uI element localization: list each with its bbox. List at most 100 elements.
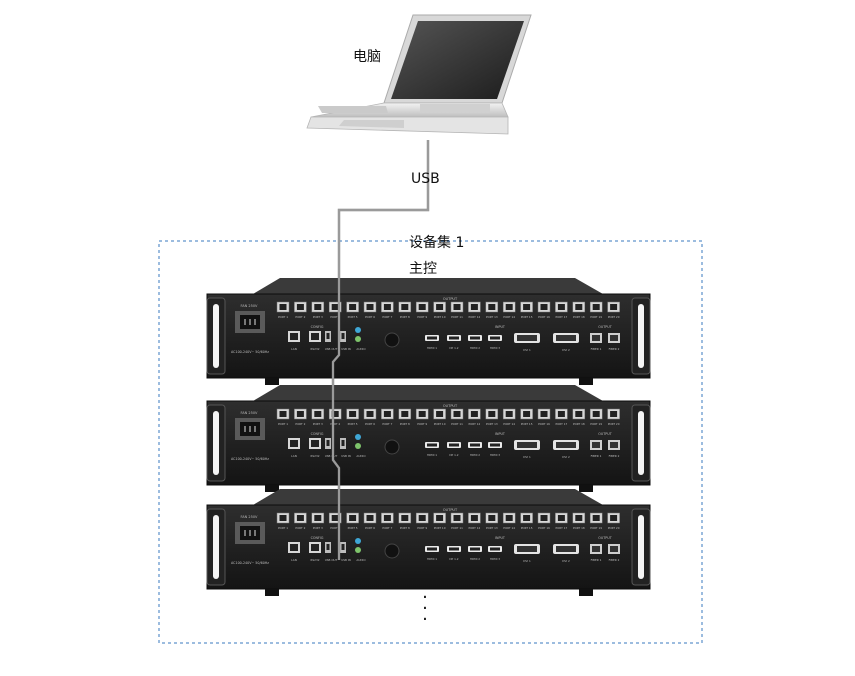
device-foot (265, 589, 279, 596)
port-label: PORT 8 (400, 315, 410, 319)
port-label: PORT 3 (313, 315, 323, 319)
audio-jack (355, 336, 361, 342)
port-label: PORT 2 (295, 422, 305, 426)
input-port-label: HDMI 1 (427, 557, 437, 561)
master-label: 主控 (409, 261, 437, 277)
output-label: OUTPUT (443, 508, 458, 512)
port-label: PORT 1 (278, 526, 288, 530)
power-label: FAN 250V (241, 515, 258, 519)
output-label: OUTPUT (598, 325, 612, 329)
device-foot (579, 378, 593, 385)
rear-port-label: LAN (291, 454, 297, 458)
port-label: PORT 13 (486, 315, 498, 319)
input-port-label: HDMI 2 (470, 346, 480, 350)
input-label: INPUT (495, 536, 506, 540)
port-label: PORT 5 (348, 422, 358, 426)
rear-port-label: RS232 (310, 347, 319, 351)
input-port-label: HDMI 2 (470, 557, 480, 561)
port-label: PORT 4 (330, 422, 340, 426)
port-label: PORT 10 (434, 315, 446, 319)
port-label: PORT 14 (503, 526, 515, 530)
input-port-label: DP 1.2 (449, 557, 458, 561)
port-label: PORT 8 (400, 526, 410, 530)
computer-label: 电脑 (353, 49, 381, 65)
voltage-label: AC100-240V~ 50/60Hz (231, 561, 269, 565)
input-port-label: HDMI 1 (427, 346, 437, 350)
input-label: INPUT (495, 325, 506, 329)
port-label: PORT 19 (590, 315, 602, 319)
port-label: PORT 11 (451, 422, 463, 426)
port-label: PORT 8 (400, 422, 410, 426)
knob (384, 543, 400, 559)
port-label: PORT 13 (486, 422, 498, 426)
port-label: PORT 20 (608, 422, 620, 426)
input-port-label: HDMI 3 (490, 346, 500, 350)
port-label: PORT 17 (556, 315, 568, 319)
port-label: PORT 10 (434, 526, 446, 530)
port-label: PORT 9 (417, 422, 427, 426)
port-label: PORT 15 (521, 422, 533, 426)
fiber-label: FIBER 1 (591, 454, 602, 458)
audio-jack (355, 434, 361, 440)
port-label: PORT 18 (573, 526, 585, 530)
device-foot (579, 485, 593, 492)
dvi-port-label: DVI 2 (562, 348, 570, 352)
port-label: PORT 17 (556, 422, 568, 426)
input-port-label: HDMI 2 (470, 453, 480, 457)
dvi-port-label: DVI 1 (523, 559, 531, 563)
rear-port-label: USB IN (341, 347, 351, 351)
port-label: PORT 3 (313, 422, 323, 426)
dvi-port-label: DVI 2 (562, 559, 570, 563)
config-label: CONFIG (311, 536, 324, 540)
port-label: PORT 18 (573, 422, 585, 426)
device-foot (265, 485, 279, 492)
rear-port-label: AUDIO (356, 454, 366, 458)
output-label: OUTPUT (443, 297, 458, 301)
port-label: PORT 6 (365, 315, 375, 319)
output-label: OUTPUT (598, 432, 612, 436)
port-label: PORT 5 (348, 315, 358, 319)
fiber-label: FIBER 1 (591, 347, 602, 351)
rear-port-label: USB OUT (325, 558, 338, 562)
port-label: PORT 2 (295, 315, 305, 319)
input-port-label: DP 1.2 (449, 346, 458, 350)
port-label: PORT 9 (417, 315, 427, 319)
port-label: PORT 9 (417, 526, 427, 530)
port-label: PORT 19 (590, 422, 602, 426)
power-label: FAN 250V (241, 304, 258, 308)
port-label: PORT 7 (382, 526, 392, 530)
voltage-label: AC100-240V~ 50/60Hz (231, 457, 269, 461)
port-label: PORT 7 (382, 315, 392, 319)
port-label: PORT 10 (434, 422, 446, 426)
audio-jack (355, 547, 361, 553)
fiber-label: FIBER 2 (609, 454, 620, 458)
device-foot (265, 378, 279, 385)
audio-jack (355, 327, 361, 333)
port-label: PORT 18 (573, 315, 585, 319)
port-label: PORT 3 (313, 526, 323, 530)
knob (384, 332, 400, 348)
port-label: PORT 16 (538, 422, 550, 426)
audio-jack (355, 443, 361, 449)
power-label: FAN 250V (241, 411, 258, 415)
input-label: INPUT (495, 432, 506, 436)
port-label: PORT 4 (330, 526, 340, 530)
rear-port-label: USB IN (341, 558, 351, 562)
rear-port-label: LAN (291, 347, 297, 351)
audio-jack (355, 538, 361, 544)
rear-port-label: AUDIO (356, 558, 366, 562)
port-label: PORT 11 (451, 315, 463, 319)
port-label: PORT 16 (538, 315, 550, 319)
port-label: PORT 14 (503, 315, 515, 319)
continuation-dots: · · · (422, 587, 428, 630)
fiber-label: FIBER 1 (591, 558, 602, 562)
usb-label: USB (411, 171, 440, 187)
port-label: PORT 15 (521, 526, 533, 530)
port-label: PORT 6 (365, 526, 375, 530)
port-label: PORT 16 (538, 526, 550, 530)
voltage-label: AC100-240V~ 50/60Hz (231, 350, 269, 354)
